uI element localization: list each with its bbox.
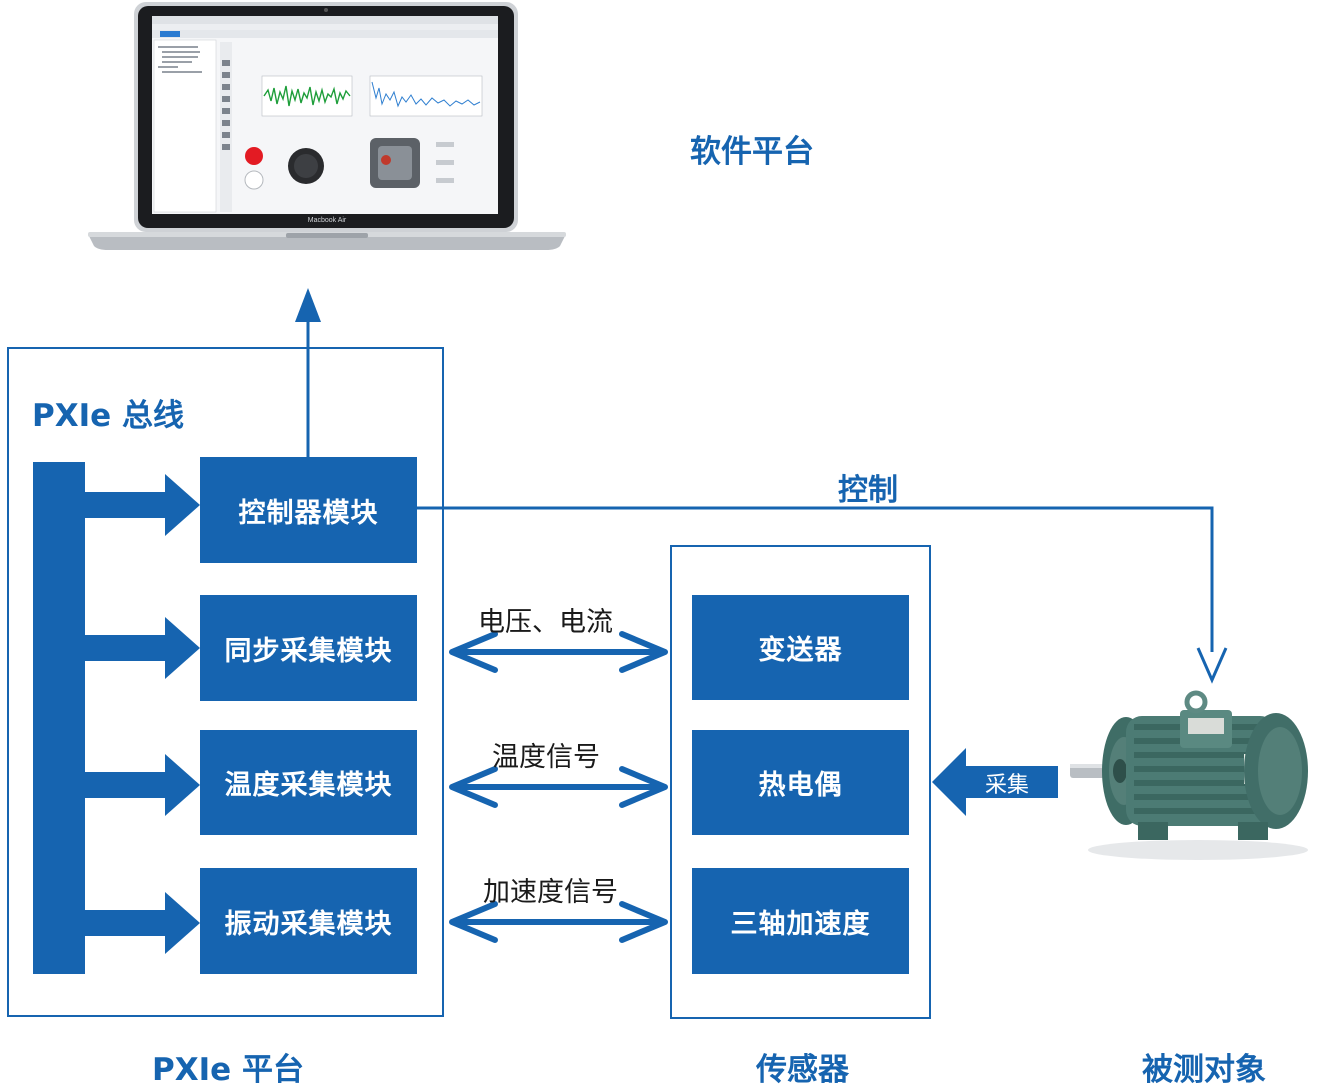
motor-illustration [1068,688,1314,863]
sensor-frame [670,545,931,1019]
target-object-label: 被测对象 [1142,1052,1266,1088]
pxie-bus-title: PXIe 总线 [32,398,184,434]
software-platform-label: 软件平台 [690,134,814,170]
acceleration-signal-label: 加速度信号 [483,877,618,908]
pxie-platform-frame [7,347,444,1017]
temperature-signal-label: 温度信号 [492,742,600,773]
acquire-label: 采集 [985,773,1030,798]
thermocouple-box: 热电偶 [692,730,909,835]
temperature-acquisition-module: 温度采集模块 [200,730,417,835]
laptop-illustration: Macbook Air [86,0,568,252]
control-label: 控制 [838,473,898,508]
transmitter-box: 变送器 [692,595,909,700]
controller-module: 控制器模块 [200,457,417,563]
laptop-brand-label: Macbook Air [307,217,347,224]
pxie-platform-label: PXIe 平台 [152,1052,304,1088]
sync-acquisition-module: 同步采集模块 [200,595,417,701]
vibration-acquisition-module: 振动采集模块 [200,868,417,974]
sensor-label: 传感器 [756,1052,849,1088]
voltage-current-label: 电压、电流 [478,607,613,638]
triaxial-accelerometer-box: 三轴加速度 [692,868,909,974]
